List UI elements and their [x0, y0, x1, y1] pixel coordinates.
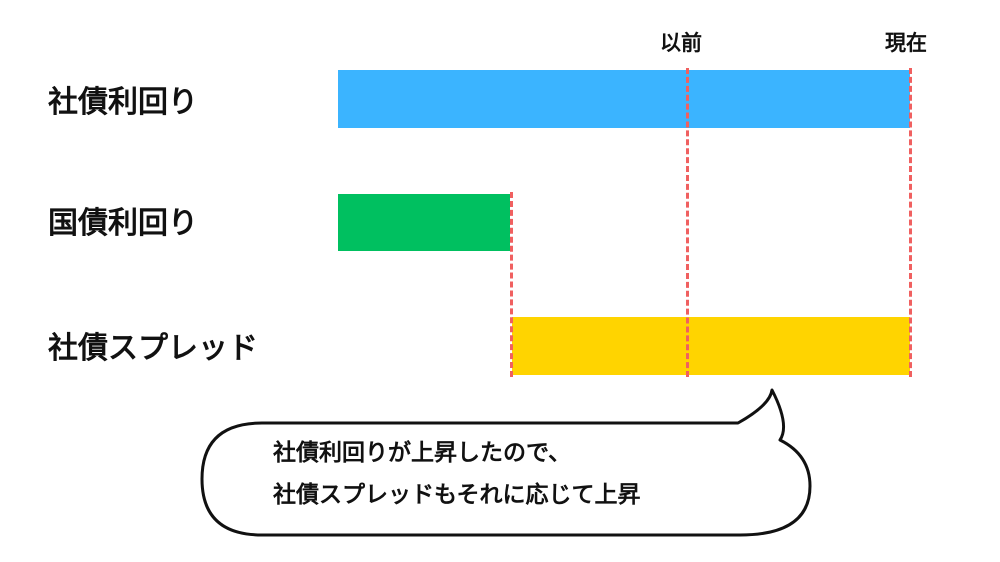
time-marker-before: 以前: [660, 31, 702, 55]
marker-line-now: [909, 68, 912, 377]
time-marker-now: 現在: [885, 31, 927, 55]
row-label-spread: 社債スプレッド: [48, 331, 258, 366]
callout-line-2: 社債スプレッドもそれに応じて上昇: [273, 482, 641, 508]
corporate-yield-bar: [338, 70, 910, 128]
row-label-government-yield: 国債利回り: [48, 206, 198, 241]
row-label-corporate-yield: 社債利回り: [48, 85, 198, 120]
marker-line-before: [686, 68, 689, 377]
callout-line-1: 社債利回りが上昇したので、: [273, 440, 572, 466]
spread-bar: [512, 317, 910, 375]
marker-line-government-end: [510, 192, 513, 377]
speech-bubble-outline: [200, 388, 812, 537]
government-yield-bar: [338, 194, 510, 251]
